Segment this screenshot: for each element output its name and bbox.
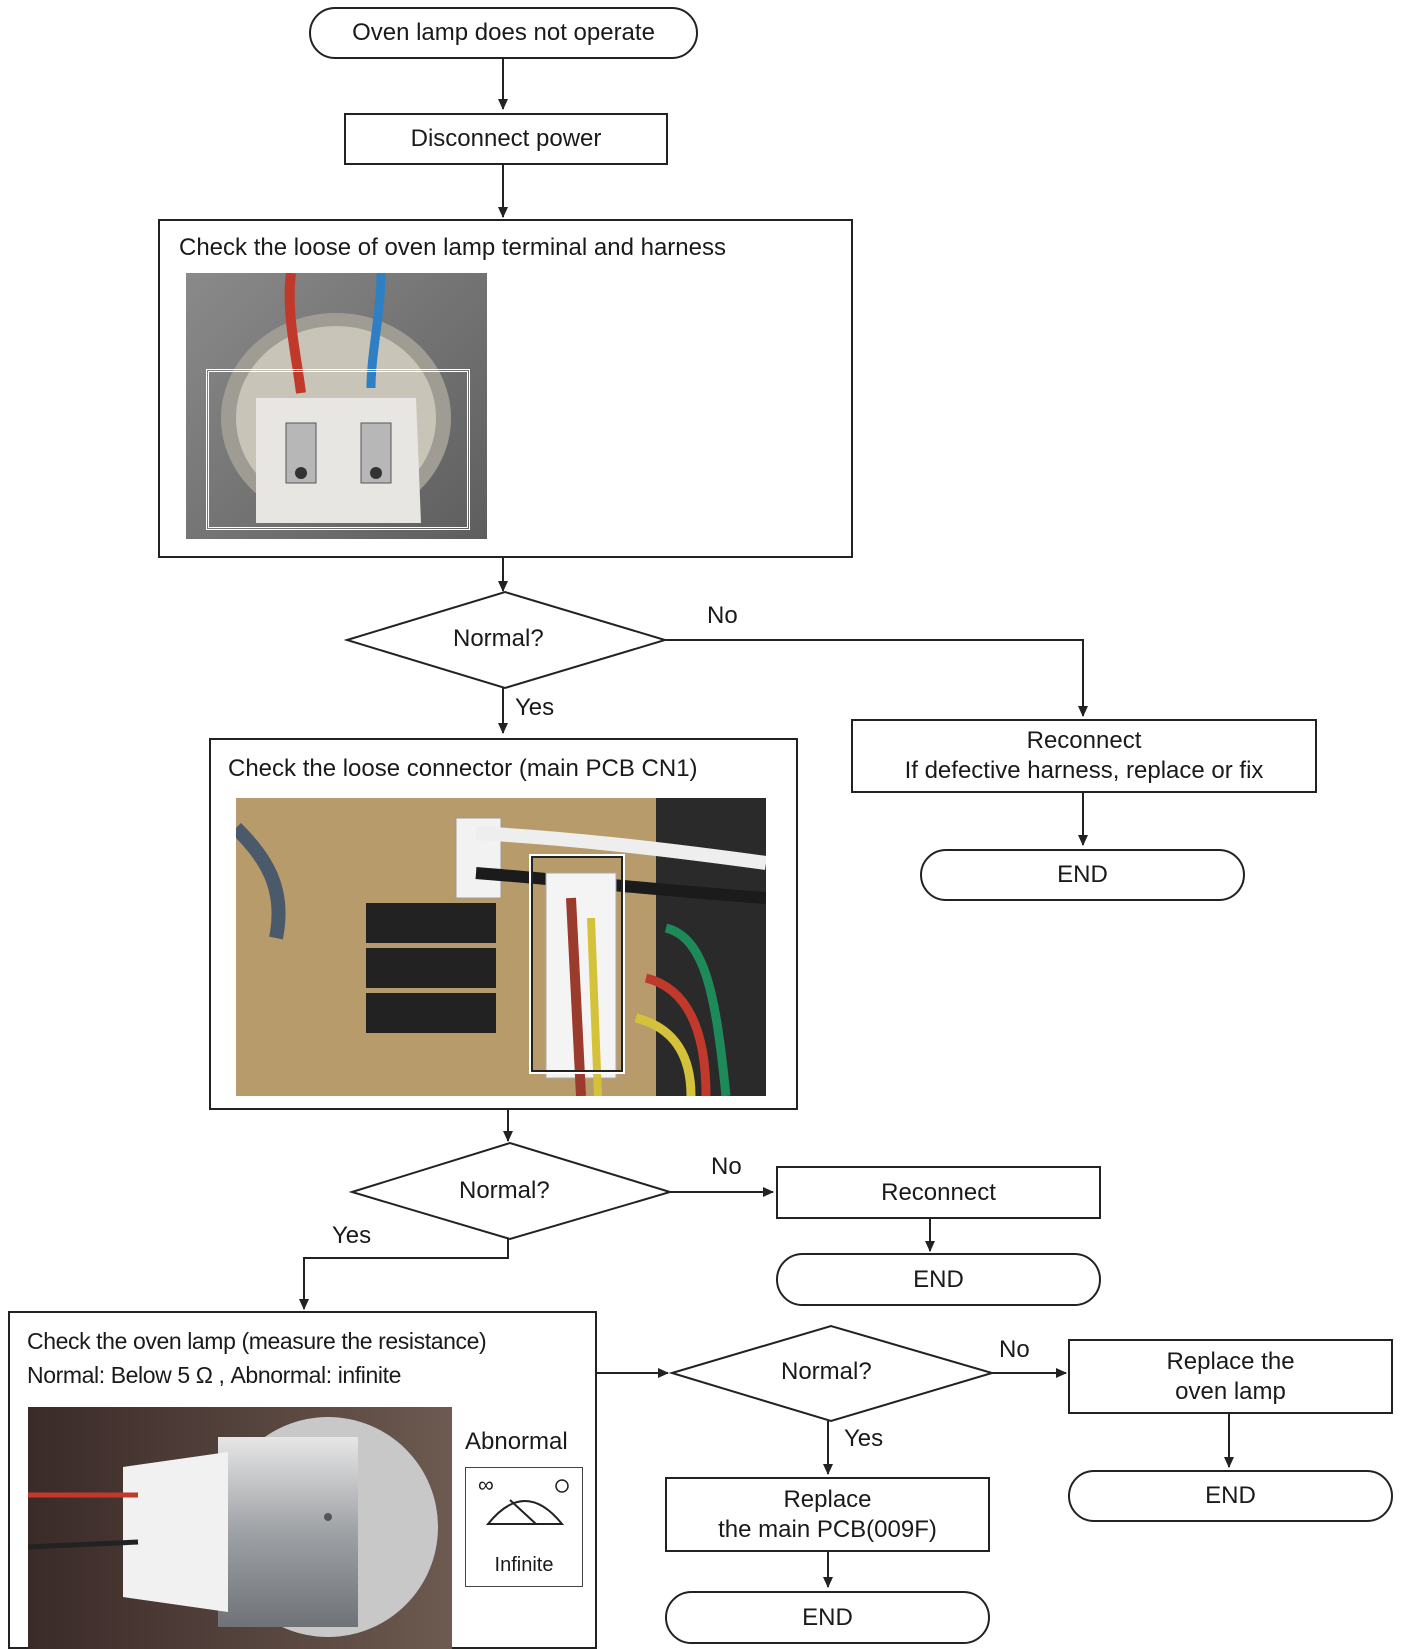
end-3-label: END (1205, 1482, 1256, 1509)
replace-pcb-line2: the main PCB(009F) (718, 1515, 937, 1543)
meter-caption: Infinite (494, 1554, 554, 1576)
check-terminal-box: Check the loose of oven lamp terminal an… (158, 219, 853, 558)
ohmmeter: ∞ Infinite (465, 1467, 583, 1587)
check-connector-box: Check the loose connector (main PCB CN1) (209, 738, 798, 1110)
lamp-terminal-photo (186, 273, 487, 539)
highlight-frame-2 (529, 854, 625, 1074)
start-label: Oven lamp does not operate (352, 19, 655, 46)
replace-lamp-line2: oven lamp (1175, 1377, 1286, 1405)
end-2-label: END (913, 1265, 964, 1293)
decision-3-yes: Yes (844, 1425, 884, 1452)
meter-dial-icon (485, 1479, 569, 1525)
end-1-label: END (1057, 861, 1108, 888)
disconnect-power-box: Disconnect power (344, 113, 668, 165)
end-terminator-4: END (665, 1591, 990, 1644)
replace-pcb-box: Replace the main PCB(009F) (665, 1477, 990, 1552)
reconnect-harness-line1: Reconnect (1026, 727, 1142, 754)
decision-2-yes: Yes (332, 1222, 372, 1249)
decision-diamond-1 (343, 590, 669, 690)
disconnect-power-label: Disconnect power (410, 125, 602, 152)
reconnect-label: Reconnect (881, 1178, 996, 1206)
reconnect-box: Reconnect (776, 1166, 1101, 1219)
start-terminator: Oven lamp does not operate (309, 7, 698, 59)
check-lamp-line1: Check the oven lamp (measure the resista… (27, 1328, 487, 1354)
check-terminal-title: Check the loose of oven lamp terminal an… (179, 234, 726, 261)
replace-lamp-line1: Replace the (1166, 1347, 1295, 1375)
end-4-label: END (802, 1603, 853, 1631)
reconnect-harness-box: Reconnect If defective harness, replace … (851, 719, 1317, 793)
pcb-connector-photo (236, 798, 766, 1096)
check-connector-title: Check the loose connector (main PCB CN1) (228, 755, 698, 782)
check-lamp-box: Check the oven lamp (measure the resista… (8, 1311, 597, 1649)
check-lamp-line2: Normal: Below 5 Ω , Abnormal: infinite (27, 1362, 401, 1388)
highlight-frame (206, 369, 470, 530)
reconnect-harness-line2: If defective harness, replace or fix (904, 757, 1264, 784)
decision-3-label: Normal? (781, 1358, 872, 1385)
decision-1-yes: Yes (515, 694, 555, 721)
oven-lamp-photo (28, 1407, 452, 1649)
infinity-icon: ∞ (478, 1472, 494, 1497)
decision-2-label: Normal? (459, 1177, 550, 1204)
decision-1-label: Normal? (453, 625, 544, 652)
end-terminator-1: END (920, 849, 1245, 901)
meter-title: Abnormal (465, 1428, 568, 1455)
decision-diamond-3 (668, 1324, 996, 1423)
end-terminator-2: END (776, 1253, 1101, 1306)
decision-1-no: No (707, 602, 738, 629)
decision-diamond-2 (348, 1141, 674, 1241)
decision-2-no: No (711, 1153, 742, 1180)
end-terminator-3: END (1068, 1470, 1393, 1522)
replace-pcb-line1: Replace (783, 1485, 872, 1513)
replace-lamp-box: Replace the oven lamp (1068, 1339, 1393, 1414)
decision-3-no: No (999, 1336, 1030, 1363)
